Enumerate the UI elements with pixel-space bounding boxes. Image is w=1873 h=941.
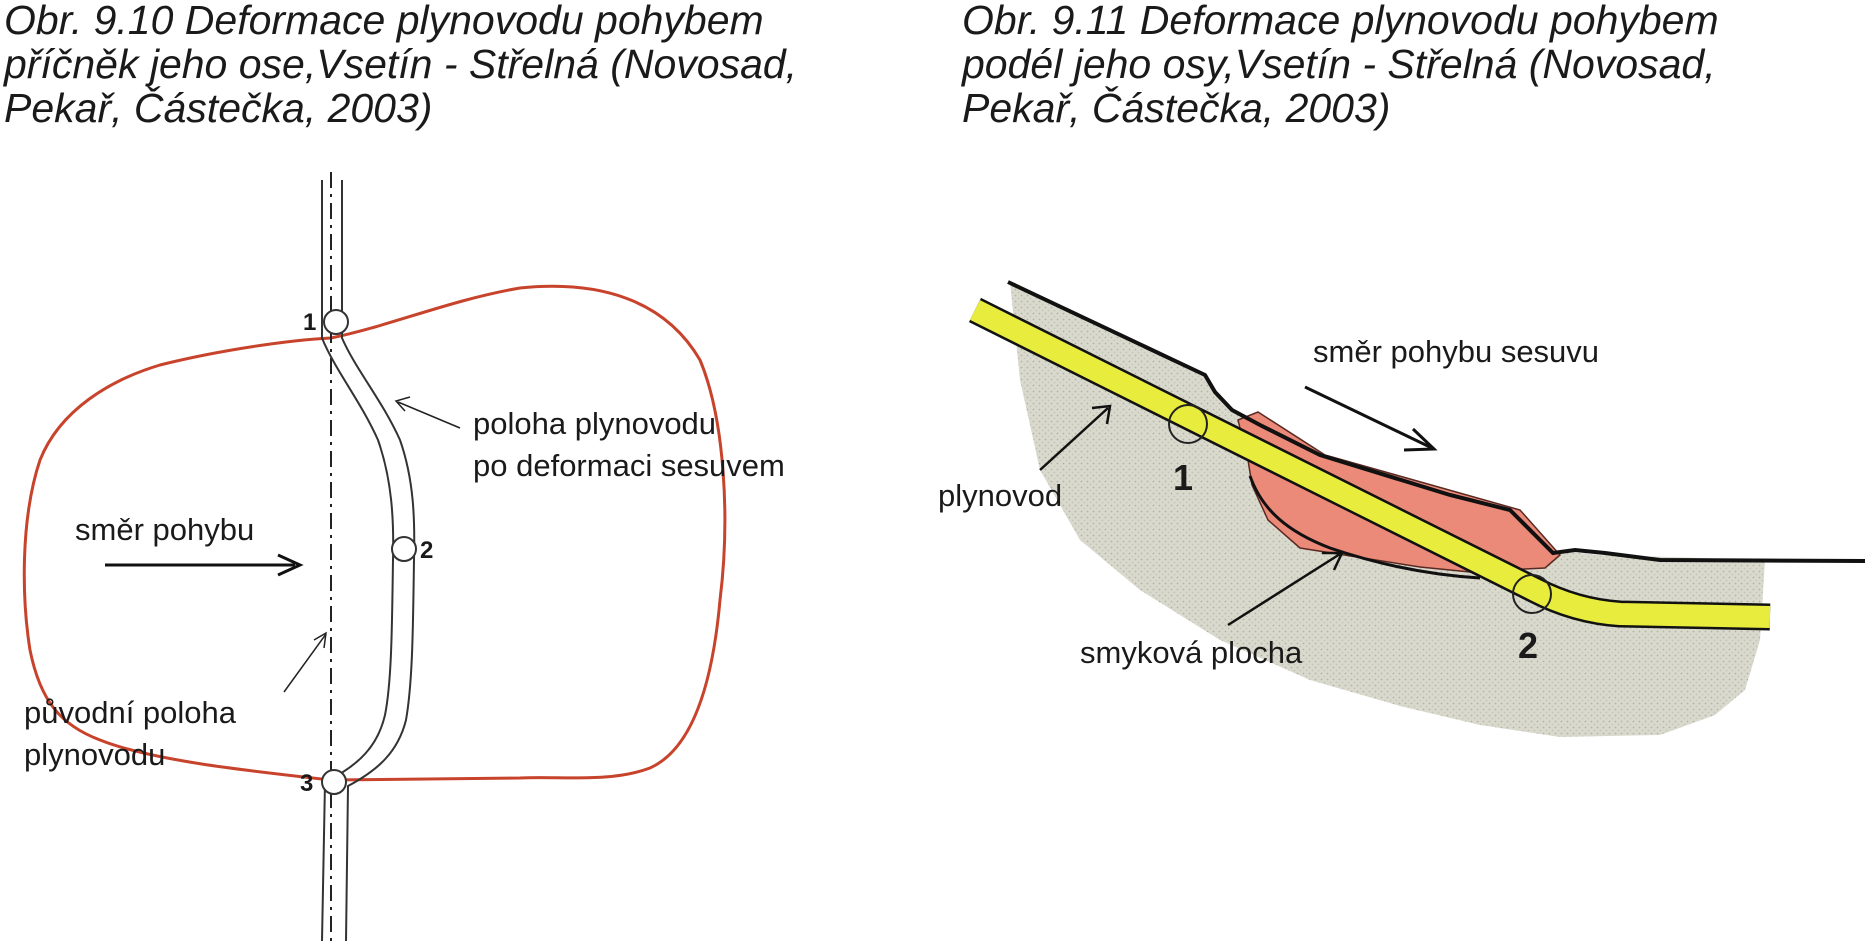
pointer-arrowhead-icon — [313, 631, 327, 649]
caption-line: Obr. 9.11 Deformace plynovodu pohybem — [962, 0, 1719, 43]
pointer-line-original — [283, 633, 327, 693]
pointer-arrowhead-icon — [394, 396, 411, 412]
label-deformed-line-2: po deformaci sesuvem — [473, 448, 785, 483]
pipeline-tube-fill — [970, 300, 1771, 628]
point-label-1: 1 — [303, 309, 316, 336]
diagram-longitudinal-deformation: 1 2 směr pohybu sesuvu plynovod smyková … — [938, 280, 1866, 737]
diagram-transverse-deformation: 1 2 3 směr pohybu poloha plynovodu po de… — [22, 172, 785, 941]
label-deformed-line-1: poloha plynovodu — [473, 406, 716, 441]
pointer-line-deformed — [397, 401, 461, 429]
pointer-line-pipeline — [1039, 407, 1109, 471]
point-marker-2 — [1512, 574, 1552, 614]
deformed-pipeline-left-wall — [321, 180, 395, 941]
terrain-surface-line — [1007, 280, 1866, 563]
caption-line: Pekař, Částečka, 2003) — [962, 85, 1391, 131]
point-label-3: 3 — [300, 770, 313, 797]
caption-line: Pekař, Částečka, 2003) — [4, 85, 433, 131]
point-marker-3 — [321, 769, 347, 795]
caption-line: Obr. 9.10 Deformace plynovodu pohybem — [4, 0, 764, 43]
point-label-2: 2 — [420, 537, 433, 564]
point-marker-1 — [1168, 404, 1208, 444]
figure-caption-left: Obr. 9.10 Deformace plynovodu pohybem př… — [4, 0, 797, 130]
caption-line: podél jeho osy,Vsetín - Střelná (Novosad… — [962, 41, 1716, 87]
point-label-2: 2 — [1518, 625, 1538, 666]
caption-line: příčněk jeho ose,Vsetín - Střelná (Novos… — [4, 41, 798, 87]
label-slide-direction: směr pohybu sesuvu — [1313, 334, 1599, 369]
label-original-line-2: plynovodu — [24, 737, 165, 772]
label-pipeline: plynovod — [938, 478, 1062, 513]
pointer-line-slip-surface — [1227, 552, 1341, 627]
movement-arrowhead-icon — [277, 553, 304, 577]
deformed-pipeline-right-wall — [341, 180, 416, 941]
label-slip-surface: smyková plocha — [1080, 635, 1303, 670]
figure-caption-right: Obr. 9.11 Deformace plynovodu pohybem po… — [962, 0, 1719, 130]
pointer-arrowhead-icon — [1091, 404, 1112, 425]
label-movement-direction: směr pohybu — [75, 512, 254, 547]
landslide-outline — [22, 284, 727, 782]
slide-direction-arrowhead-icon — [1403, 427, 1438, 452]
slip-surface-line — [1248, 475, 1481, 580]
point-label-1: 1 — [1173, 457, 1193, 498]
label-original-line-1: původní poloha — [24, 695, 237, 730]
point-marker-2 — [391, 536, 417, 562]
pointer-arrowhead-icon — [1322, 551, 1344, 571]
slide-direction-arrow — [1304, 385, 1433, 450]
point-marker-1 — [323, 309, 349, 335]
